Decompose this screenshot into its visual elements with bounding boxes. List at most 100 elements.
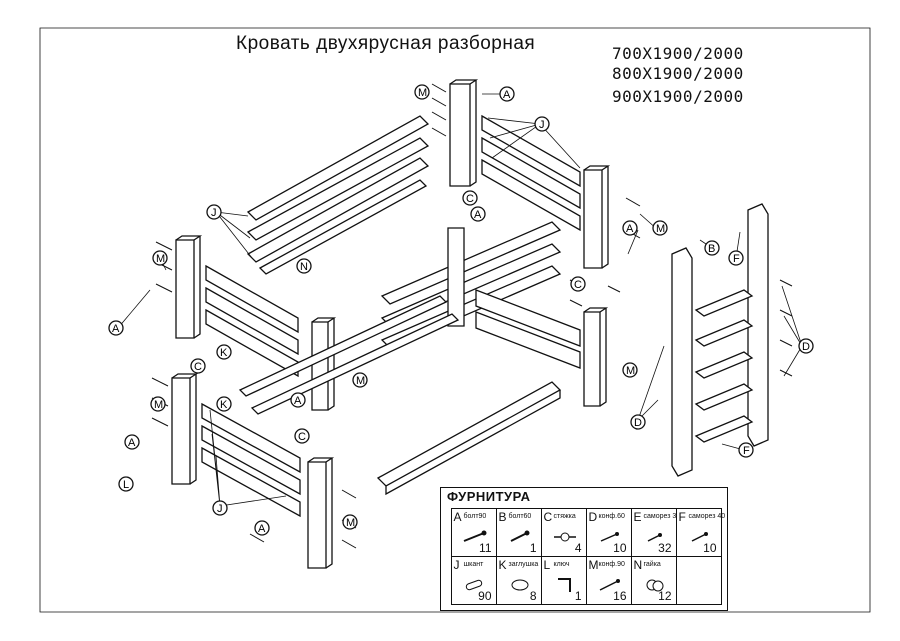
upper-side-rails-back xyxy=(246,115,430,275)
svg-text:M: M xyxy=(154,399,163,411)
svg-text:M: M xyxy=(626,365,635,377)
callout-j-2: J xyxy=(206,204,222,220)
callout-n-1: N xyxy=(296,258,312,274)
lower-front-post xyxy=(307,457,335,569)
bolt-icon xyxy=(463,530,486,542)
center-post xyxy=(447,227,465,327)
callout-a-3: A xyxy=(108,320,124,336)
callout-j-3: J xyxy=(212,500,228,516)
svg-text:A: A xyxy=(503,89,511,101)
svg-text:C: C xyxy=(466,193,474,205)
svg-text:N: N xyxy=(300,261,308,273)
screw-icon xyxy=(691,531,708,542)
screw-icon xyxy=(599,578,620,591)
callout-m-7: M xyxy=(622,362,638,378)
middle-post-right xyxy=(583,307,609,407)
callout-l-1: L xyxy=(118,476,134,492)
upper-left-post xyxy=(175,235,203,339)
svg-text:M: M xyxy=(156,253,165,265)
callout-m-6: M xyxy=(652,220,668,236)
svg-text:K: K xyxy=(220,399,228,411)
callout-d-2: D xyxy=(630,414,646,430)
ladder-left-rail xyxy=(671,247,693,477)
svg-text:M: M xyxy=(656,223,665,235)
upper-side-rails-front xyxy=(380,221,562,349)
svg-text:C: C xyxy=(574,279,582,291)
svg-text:A: A xyxy=(626,223,634,235)
ladder-steps xyxy=(694,289,754,443)
svg-text:F: F xyxy=(733,253,740,265)
callout-j-1: J xyxy=(534,116,550,132)
legend-title: ФУРНИТУРА xyxy=(447,489,531,504)
callout-m-3: M xyxy=(352,372,368,388)
callout-k-1: K xyxy=(216,344,232,360)
svg-text:C: C xyxy=(194,361,202,373)
callout-c-2: C xyxy=(190,358,206,374)
tie-icon xyxy=(553,532,576,541)
lower-left-post xyxy=(171,373,199,485)
middle-post-left xyxy=(311,317,337,411)
callout-f-2: F xyxy=(738,442,754,458)
svg-text:K: K xyxy=(220,347,228,359)
callout-m-4: M xyxy=(150,396,166,412)
size-line-2: 800X1900/2000 xyxy=(612,64,744,83)
svg-text:D: D xyxy=(634,417,642,429)
screw-icon xyxy=(600,531,619,542)
size-line-1: 700X1900/2000 xyxy=(612,44,744,63)
callout-a-1: A xyxy=(499,86,515,102)
svg-text:A: A xyxy=(258,523,266,535)
callout-m-1: M xyxy=(414,84,430,100)
callout-c-1: C xyxy=(462,190,478,206)
svg-text:A: A xyxy=(112,323,120,335)
svg-text:A: A xyxy=(128,437,136,449)
upper-front-right-post xyxy=(583,165,611,269)
svg-text:D: D xyxy=(802,341,810,353)
sheet-border xyxy=(39,27,871,613)
lower-end-rails xyxy=(201,402,301,518)
bolt-icon xyxy=(510,530,529,542)
svg-text:L: L xyxy=(123,479,129,491)
svg-text:M: M xyxy=(418,87,427,99)
callout-c-3: C xyxy=(294,428,310,444)
callout-b-1: B xyxy=(704,240,720,256)
callout-c-4: C xyxy=(570,276,586,292)
lower-side-rail xyxy=(376,381,562,496)
svg-text:A: A xyxy=(474,209,482,221)
svg-text:F: F xyxy=(743,445,750,457)
callout-k-2: K xyxy=(216,396,232,412)
callout-a-4: A xyxy=(290,392,306,408)
screw-icon xyxy=(647,532,662,542)
callout-d-1: D xyxy=(798,338,814,354)
callout-m-2: M xyxy=(152,250,168,266)
svg-text:J: J xyxy=(217,503,223,515)
nut-icon xyxy=(646,579,663,591)
lower-long-rails xyxy=(238,289,581,415)
callout-a-7: A xyxy=(622,220,638,236)
hex-key-icon xyxy=(557,577,571,592)
page-title: Кровать двухярусная разборная xyxy=(236,33,536,54)
legend-empty-cell xyxy=(675,555,722,605)
svg-text:J: J xyxy=(211,207,217,219)
svg-text:A: A xyxy=(294,395,302,407)
svg-text:J: J xyxy=(539,119,545,131)
svg-text:C: C xyxy=(298,431,306,443)
upper-end-rails-right xyxy=(481,114,581,232)
svg-text:M: M xyxy=(346,517,355,529)
upper-end-rails-left xyxy=(205,264,299,378)
svg-text:M: M xyxy=(356,375,365,387)
ladder-right-rail xyxy=(747,203,769,447)
